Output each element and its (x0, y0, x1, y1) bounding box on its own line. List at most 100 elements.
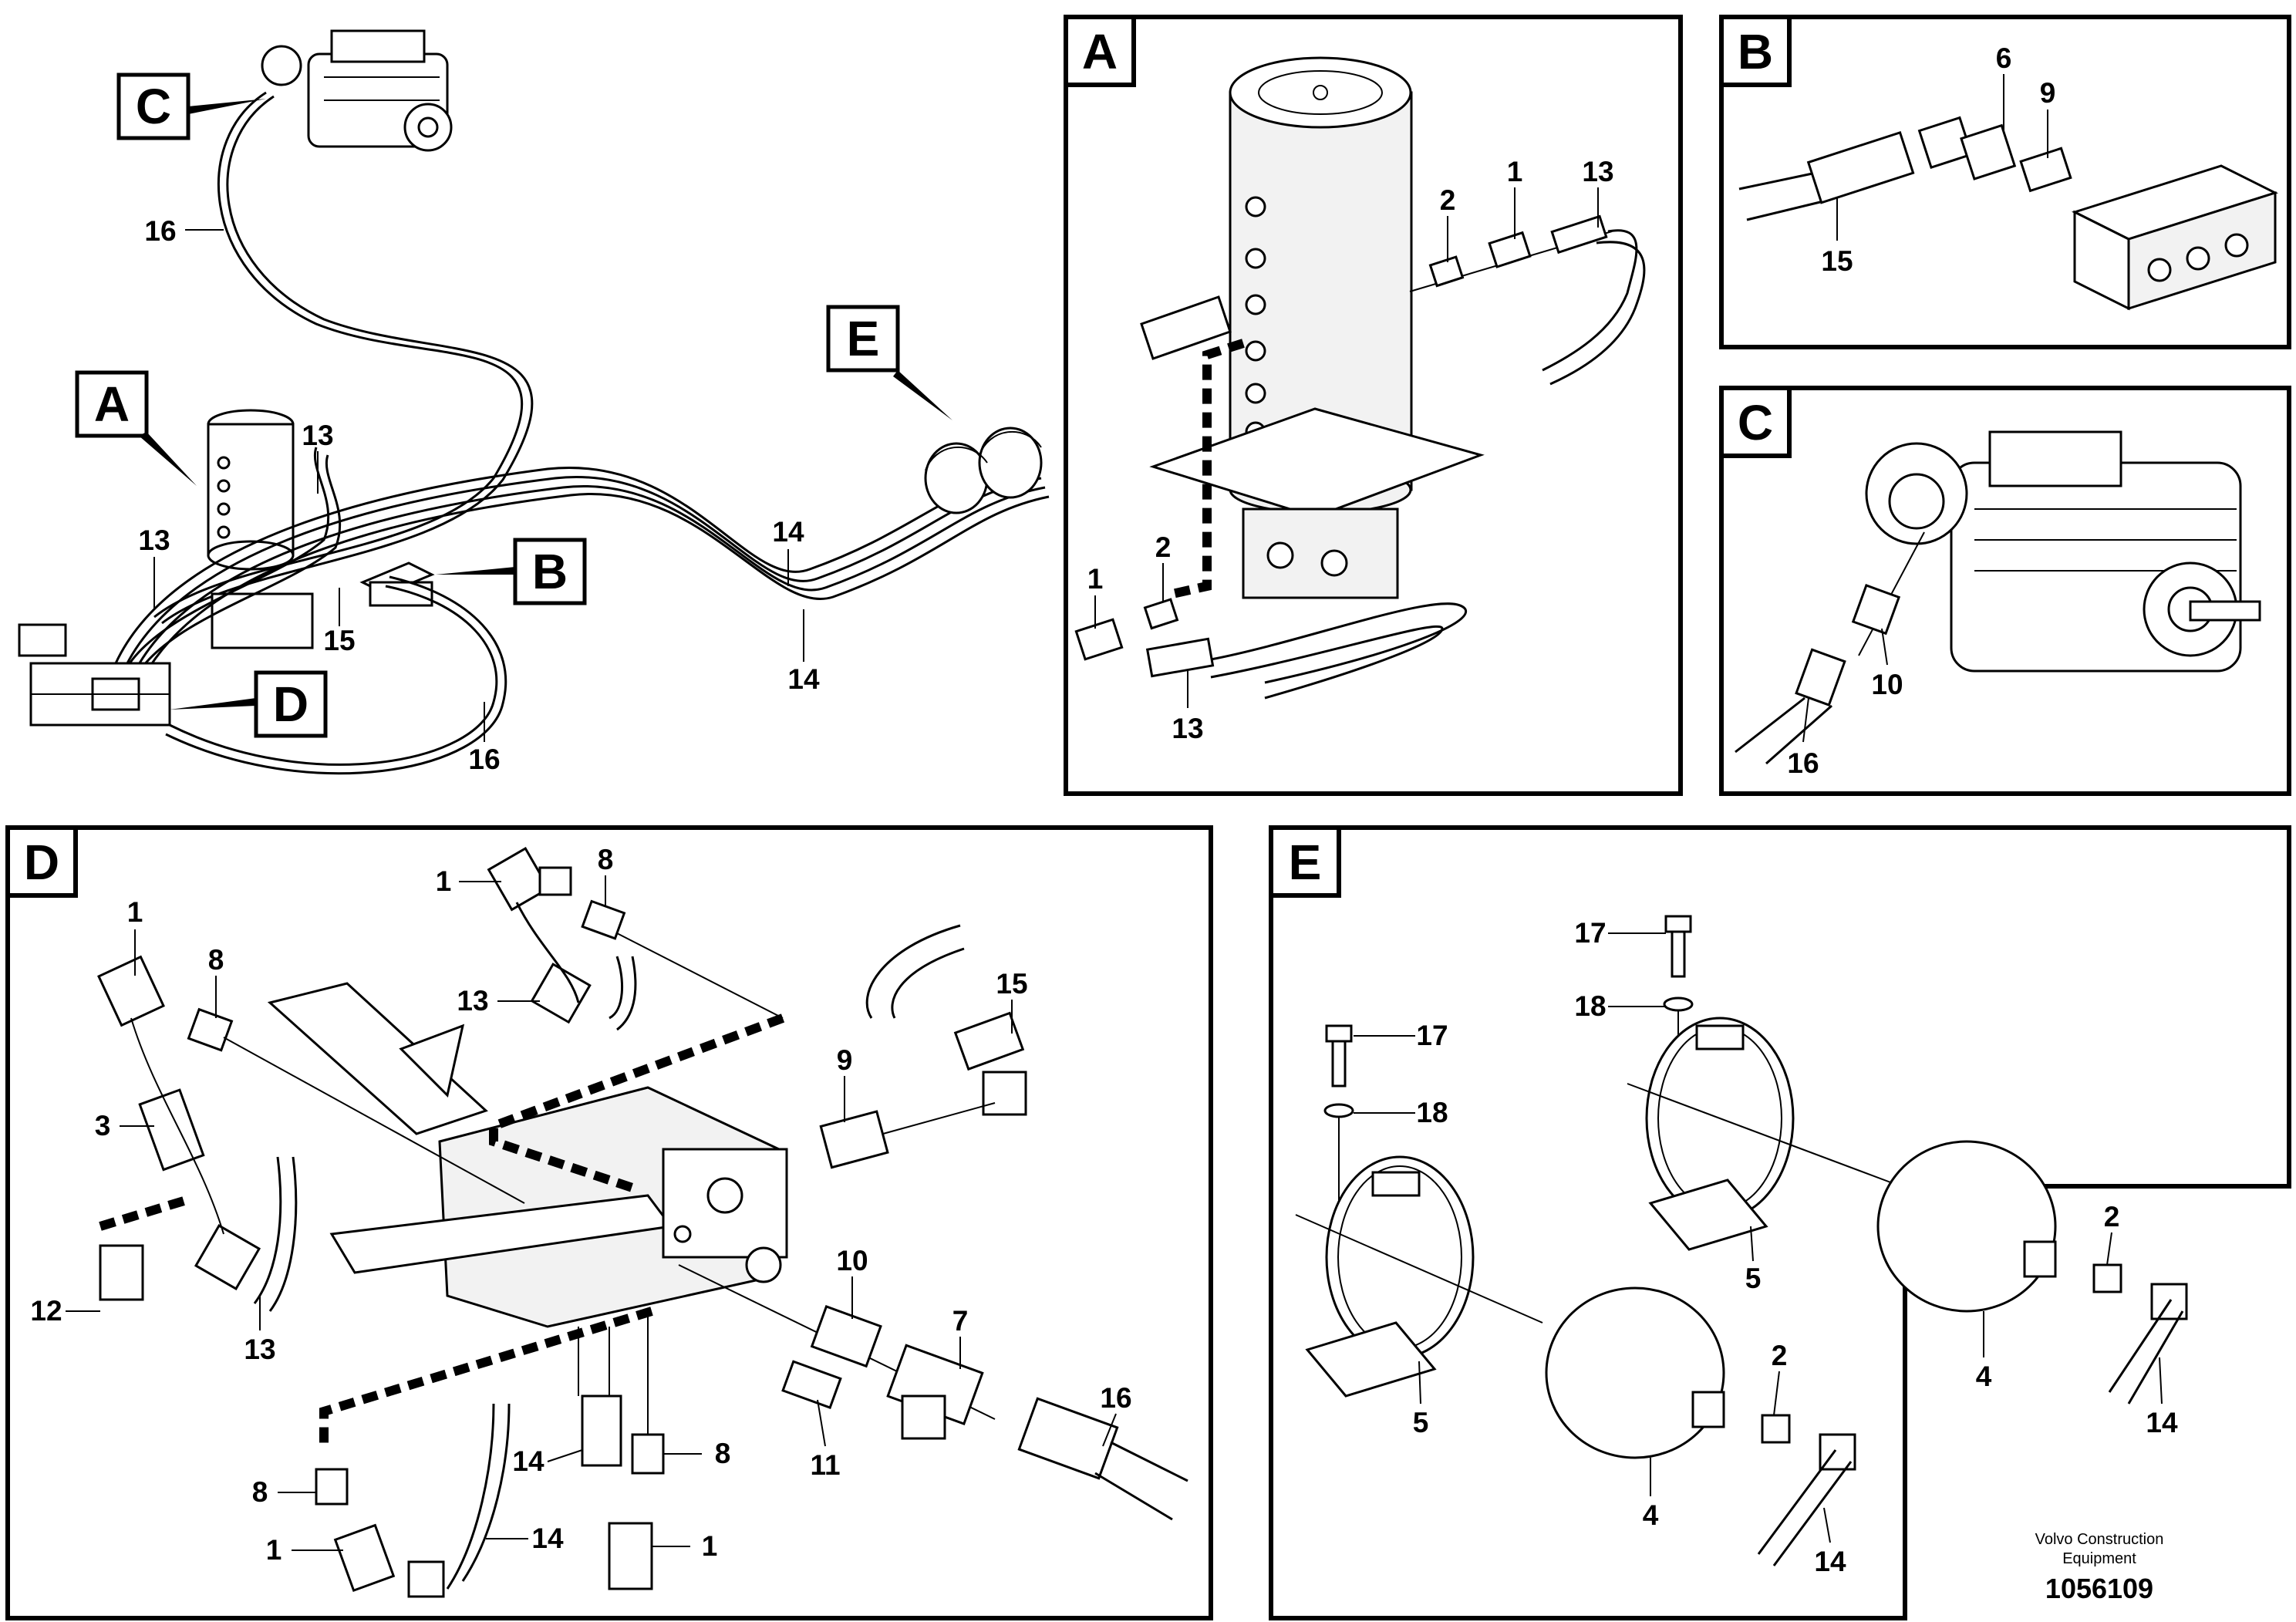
panel-e-bolt-lower (1323, 1024, 1354, 1211)
panel-e-callout-14-lower: 14 (1814, 1546, 1846, 1577)
panel-a: A (1064, 15, 1683, 796)
panel-d-callout-1-top: 1 (436, 865, 452, 897)
panel-a-letter: A (1082, 24, 1118, 79)
overview-callout-14-bottom: 14 (787, 663, 820, 695)
panel-d-callout-13-top: 13 (457, 985, 488, 1017)
company-name-line1: Volvo Construction (2035, 1531, 2164, 1548)
panel-d-left-fittings (97, 955, 525, 1312)
panel-b-block (2072, 164, 2278, 311)
overview-letter-e: E (847, 311, 880, 366)
panel-a-callout-13-bottom: 13 (1172, 713, 1203, 744)
panel-d-bottom-fittings (315, 1311, 665, 1598)
panel-d-callout-8-right: 8 (715, 1438, 731, 1469)
panel-d-dash-lower (319, 1307, 653, 1450)
panel-d-letter: D (24, 835, 59, 890)
panel-c-hose-16 (1735, 648, 1846, 765)
overview-callout-15: 15 (323, 625, 355, 656)
panel-e-callout-14-upper: 14 (2146, 1407, 2178, 1438)
panel-d-callout-10: 10 (836, 1245, 868, 1276)
panel-e-bolt-upper (1663, 915, 1694, 1064)
hose-13-overview (114, 447, 330, 695)
panel-d-callout-8-bottom: 8 (252, 1476, 268, 1508)
hose-16-overview (153, 91, 524, 619)
panel-d-top-fittings (487, 846, 784, 1031)
accumulators-overview (924, 427, 1043, 514)
panel-d-callout-3: 3 (95, 1110, 111, 1141)
swivel-overview (207, 409, 314, 649)
panel-e-callout-4-upper: 4 (1976, 1361, 1992, 1392)
panel-e-accumulator-lower (1545, 1286, 1856, 1566)
panel-c-callout-16: 16 (1787, 747, 1819, 779)
panel-c-pump (1865, 430, 2261, 673)
panel-c-letter: C (1738, 395, 1773, 450)
panel-e-callout-4-lower: 4 (1643, 1499, 1659, 1531)
panel-d-callout-15: 15 (996, 968, 1027, 1000)
title-block: Volvo Construction Equipment 1056109 (2035, 1531, 2164, 1604)
panel-d-callout-11: 11 (810, 1449, 840, 1481)
panel-e-callout-17-lower: 17 (1416, 1020, 1448, 1051)
panel-d-nipple-9 (819, 1102, 996, 1169)
panel-e-callout-18-upper: 18 (1574, 990, 1606, 1022)
panel-d-callout-7: 7 (952, 1305, 969, 1337)
panel-c-nipple-10 (1851, 584, 1901, 636)
company-name-line2: Equipment (2062, 1550, 2136, 1567)
overview-callout-13-right: 13 (302, 420, 333, 451)
panel-e-callout-5-upper: 5 (1745, 1263, 1762, 1294)
overview-letter-a: A (94, 376, 130, 432)
block-overview (359, 561, 435, 607)
panel-e-callout-5-lower: 5 (1413, 1407, 1429, 1438)
panel-a-callout-1-bottom: 1 (1087, 563, 1104, 595)
panel-c-callout-10: 10 (1871, 669, 1903, 700)
panel-b-letter: B (1738, 24, 1773, 79)
panel-c: C 10 16 (1719, 386, 2291, 796)
panel-d-tee-group (678, 1264, 1188, 1521)
panel-e-letter: E (1289, 835, 1322, 890)
panel-d-control-valve (267, 982, 788, 1328)
valve-overview (18, 623, 171, 727)
overview-callout-14-top: 14 (772, 516, 804, 548)
hose-14-overview (122, 475, 1042, 672)
overview-letter-c: C (136, 79, 171, 134)
panel-b-elbow-6 (1917, 116, 2017, 180)
panel-e-callout-17-upper: 17 (1574, 917, 1606, 949)
hose-16-lower-overview (169, 585, 498, 766)
overview-callout-16-top: 16 (144, 215, 176, 247)
panel-b-nipple-9 (2019, 147, 2072, 193)
overview-callout-16-bottom: 16 (468, 744, 500, 775)
panel-a-fittings-top (1409, 214, 1646, 386)
panel-d-callout-16: 16 (1100, 1382, 1131, 1414)
pump-overview (261, 29, 453, 152)
panel-b: B 6 9 15 (1719, 15, 2291, 349)
panel-a-fittings-bottom (1074, 598, 1468, 700)
panel-a-callout-2-bottom: 2 (1155, 531, 1172, 563)
panel-d-dash-left (99, 1195, 190, 1231)
panel-d-callout-8-top: 8 (598, 844, 614, 875)
panel-d-callout-14-mid: 14 (512, 1445, 544, 1477)
panel-d-callout-14-bottom: 14 (531, 1523, 564, 1554)
panel-a-connection-dash (1171, 339, 1245, 599)
panel-d-callout-8-a: 8 (208, 944, 224, 976)
panel-d-dash-upper (489, 1013, 785, 1192)
panel-a-callout-13-top: 13 (1582, 156, 1613, 187)
panel-d-callout-1-bottom-right: 1 (702, 1530, 718, 1562)
panel-a-callout-2-top: 2 (1440, 184, 1456, 216)
panel-d-callout-12: 12 (30, 1295, 62, 1327)
panel-d-callout-1-bottom: 1 (266, 1534, 282, 1566)
panel-e-accumulator-upper (1876, 1140, 2188, 1404)
swivel-joint (1140, 56, 1485, 599)
overview-view: C A B E D 16 13 13 15 14 14 16 (18, 29, 1050, 775)
panel-e-callout-2-lower: 2 (1772, 1340, 1788, 1371)
panel-e-clamp-upper (1645, 1017, 1795, 1251)
overview-letter-d: D (273, 676, 308, 732)
panel-d-callout-1-a: 1 (127, 896, 143, 928)
panel-e-callout-18-lower: 18 (1416, 1097, 1448, 1128)
panel-d-hose-15 (865, 924, 1027, 1116)
panel-b-callout-15: 15 (1821, 245, 1853, 277)
panel-b-callout-9: 9 (2040, 77, 2056, 109)
panel-d-callout-9: 9 (837, 1044, 853, 1076)
panel-b-hose-15 (1738, 130, 1915, 221)
overview-callout-13-left: 13 (138, 524, 170, 556)
panel-d-callout-13-left: 13 (244, 1334, 275, 1365)
panel-e-clamp-lower (1305, 1155, 1475, 1398)
